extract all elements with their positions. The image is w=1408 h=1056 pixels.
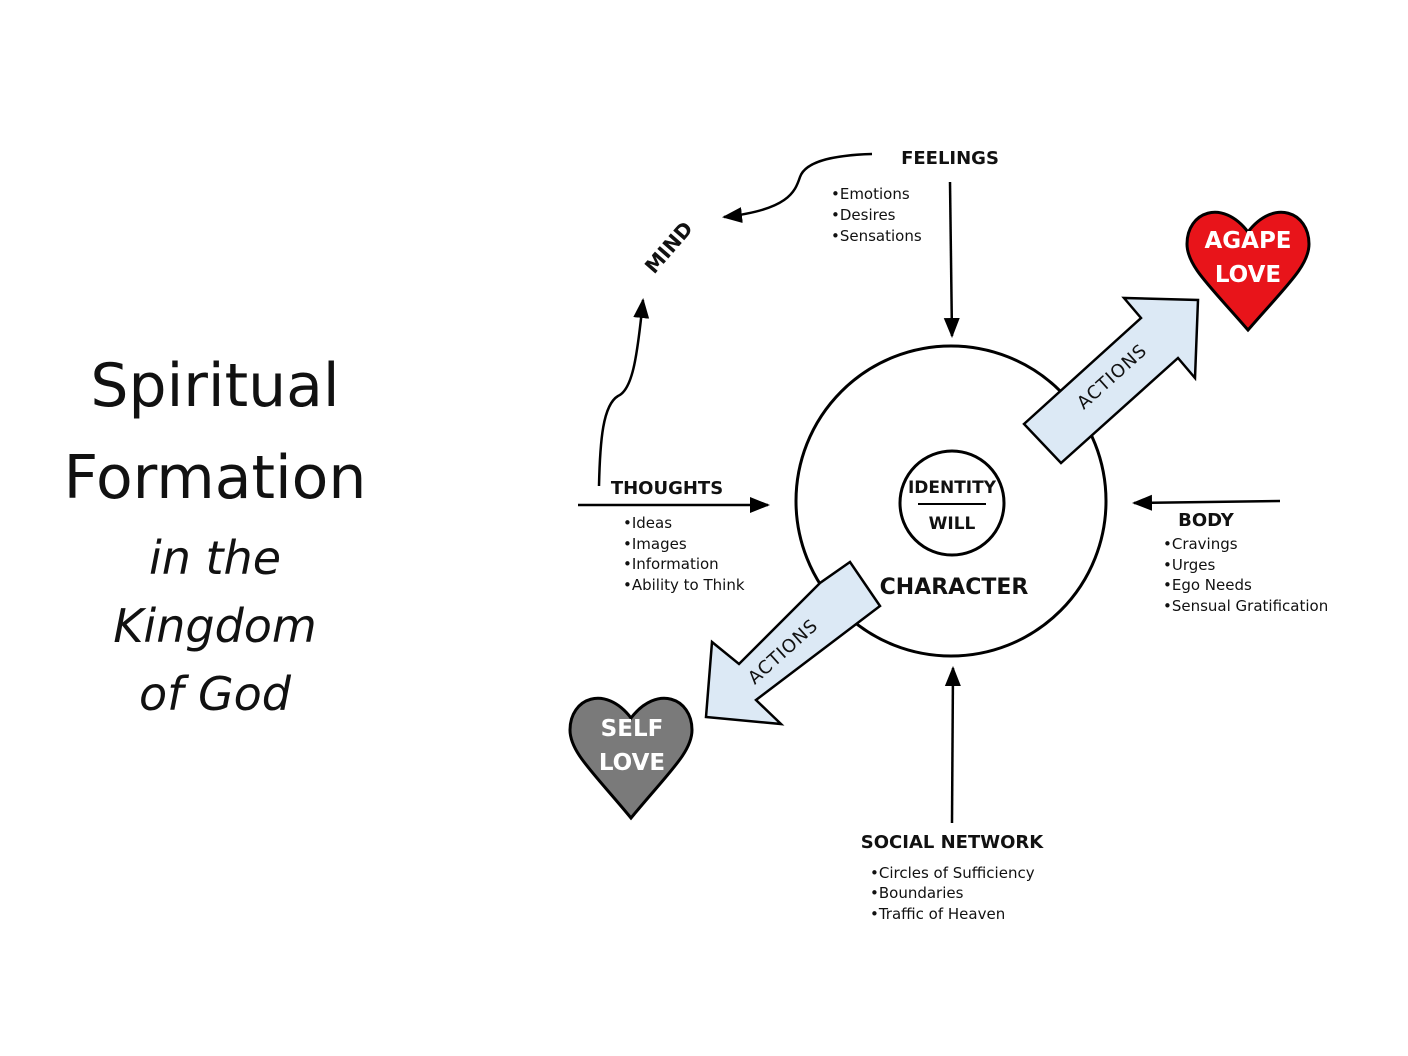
social-item-2: •Boundaries bbox=[870, 884, 964, 902]
social-item-3: •Traffic of Heaven bbox=[870, 905, 1005, 923]
subtitle-line-1: in the bbox=[148, 531, 282, 585]
actions-arrow-up bbox=[1022, 296, 1200, 465]
thoughts-header: THOUGHTS bbox=[611, 478, 723, 499]
body-item-3: •Ego Needs bbox=[1163, 576, 1252, 594]
self-love-label: LOVE bbox=[599, 750, 665, 776]
feelings-to-mind-arrow bbox=[722, 152, 873, 223]
feelings-item-2: •Desires bbox=[831, 206, 896, 224]
mind-label: MIND bbox=[640, 217, 698, 279]
page-title: Spiritual Formation in the Kingdom of Go… bbox=[0, 340, 430, 728]
character-label: CHARACTER bbox=[880, 575, 1029, 600]
will-label: WILL bbox=[929, 514, 976, 534]
actions-arrow-down bbox=[704, 560, 882, 726]
social-to-character-arrow bbox=[944, 666, 961, 824]
self-label: SELF bbox=[601, 716, 664, 742]
agape-love-label: LOVE bbox=[1215, 262, 1281, 288]
self-love-heart-icon bbox=[568, 697, 694, 821]
body-header: BODY bbox=[1178, 510, 1235, 531]
body-item-4: •Sensual Gratification bbox=[1163, 597, 1328, 615]
thoughts-item-2: •Images bbox=[623, 535, 687, 553]
social-item-1: •Circles of Sufficiency bbox=[870, 864, 1035, 882]
agape-love-heart-icon bbox=[1185, 211, 1311, 333]
title-line-2: Formation bbox=[63, 443, 367, 513]
social-header: SOCIAL NETWORK bbox=[861, 832, 1044, 853]
subtitle-line-2: Kingdom bbox=[113, 599, 317, 653]
thoughts-item-4: •Ability to Think bbox=[623, 576, 745, 594]
feelings-item-1: •Emotions bbox=[831, 185, 910, 203]
feelings-header: FEELINGS bbox=[901, 148, 999, 169]
body-to-character-arrow bbox=[1132, 494, 1281, 511]
agape-label: AGAPE bbox=[1204, 228, 1291, 254]
thoughts-item-1: •Ideas bbox=[623, 514, 672, 532]
feelings-to-character-arrow bbox=[943, 181, 960, 338]
body-item-1: •Cravings bbox=[1163, 535, 1238, 553]
identity-label: IDENTITY bbox=[908, 478, 997, 498]
feelings-item-3: •Sensations bbox=[831, 227, 922, 245]
body-item-2: •Urges bbox=[1163, 556, 1215, 574]
thoughts-to-mind-arrow bbox=[597, 298, 650, 487]
title-line-1: Spiritual bbox=[90, 351, 340, 421]
thoughts-item-3: •Information bbox=[623, 555, 719, 573]
subtitle-line-3: of God bbox=[139, 667, 291, 721]
